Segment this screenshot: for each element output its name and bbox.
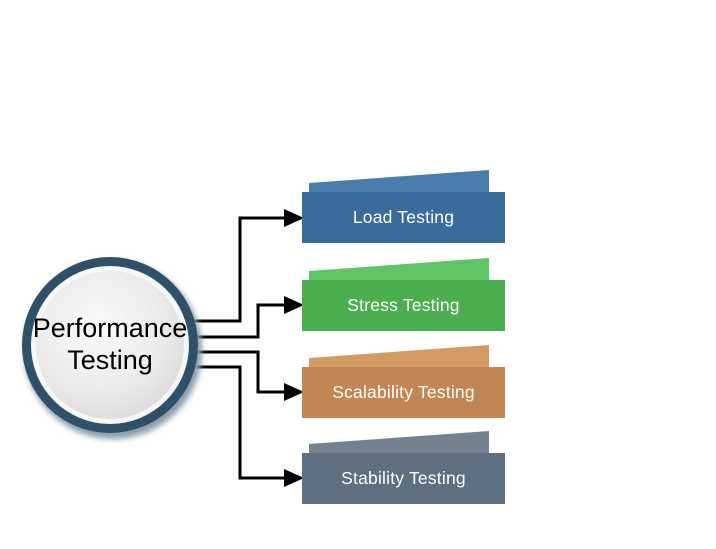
- arrow-line-load-testing: [193, 216, 286, 323]
- arrow-line-scalability-testing: [196, 350, 286, 394]
- banner-scalability-testing-body: [302, 367, 505, 418]
- arrow-line-stability-testing: [193, 365, 286, 480]
- banner-scalability-testing-flap: [309, 345, 489, 367]
- banner-stress-testing-body: [302, 280, 505, 331]
- center-node: [22, 257, 202, 439]
- banner-load-testing: [302, 170, 505, 243]
- banner-load-testing-flap: [309, 170, 489, 192]
- arrow-line-stress-testing: [196, 303, 286, 339]
- banner-stability-testing: [302, 431, 505, 504]
- arrowhead-stress-testing: [284, 296, 304, 314]
- banner-scalability-testing: [302, 345, 505, 418]
- banner-stress-testing-flap: [309, 258, 489, 280]
- banner-stability-testing-flap: [309, 431, 489, 453]
- arrowhead-load-testing: [284, 209, 304, 227]
- connector-arrows: [193, 209, 304, 487]
- banner-stability-testing-body: [302, 453, 505, 504]
- arrowhead-stability-testing: [284, 469, 304, 487]
- banner-load-testing-body: [302, 192, 505, 243]
- banner-stress-testing: [302, 258, 505, 331]
- arrowhead-scalability-testing: [284, 383, 304, 401]
- center-node-face: [36, 271, 184, 419]
